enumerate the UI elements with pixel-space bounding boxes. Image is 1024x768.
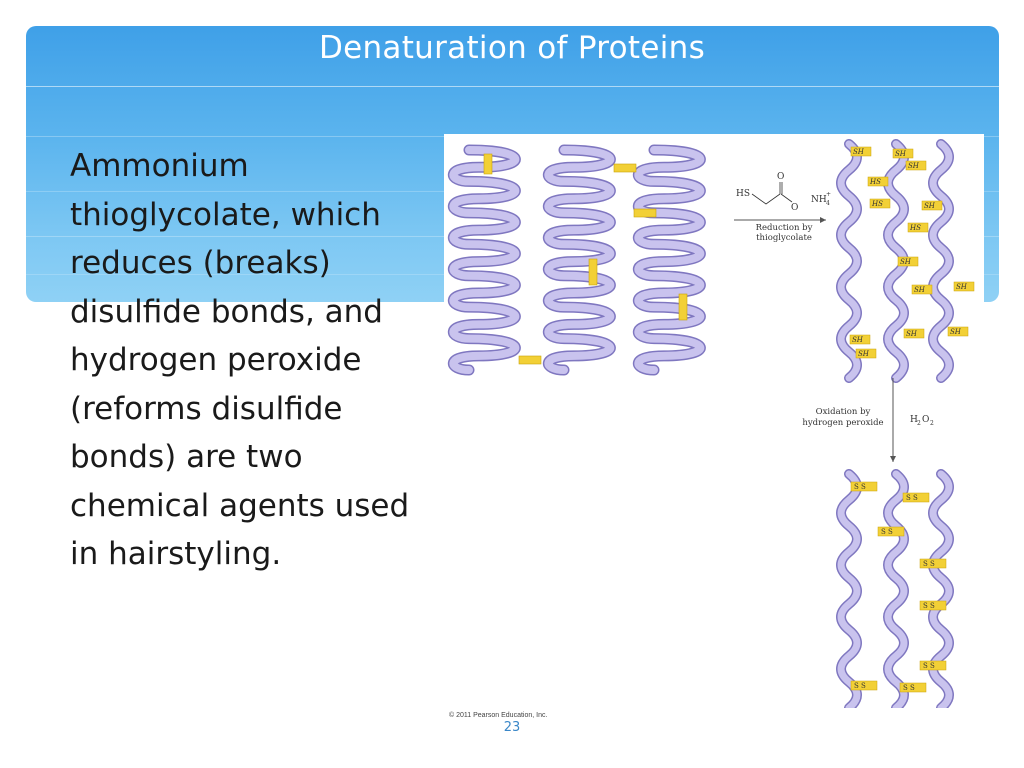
ss-bond-label-2: S S bbox=[881, 528, 893, 536]
ss-bond-label-6: S S bbox=[854, 682, 866, 690]
body-text: Ammonium thioglycolate, which reduces (b… bbox=[70, 148, 410, 572]
sh-group-label-4: HS bbox=[871, 200, 883, 208]
reduced-strand-3-fill bbox=[929, 140, 953, 382]
sh-group-12 bbox=[903, 328, 925, 339]
ss-bond-label-4: S S bbox=[923, 602, 935, 610]
sh-group-label-7: SH bbox=[900, 258, 912, 266]
sh-group-5 bbox=[921, 200, 943, 211]
sh-group-label-1: SH bbox=[895, 150, 907, 158]
reagent-o-label: O bbox=[777, 172, 784, 182]
sh-group-4 bbox=[869, 198, 891, 209]
ss-bond-label-5: S S bbox=[923, 662, 935, 670]
page-number: 23 bbox=[503, 720, 521, 735]
ss-bond-0 bbox=[850, 481, 878, 492]
sh-group-0 bbox=[850, 146, 872, 157]
sh-group-label-0: SH bbox=[853, 148, 865, 156]
reagent-hs-label: HS bbox=[736, 189, 750, 199]
sh-group-6 bbox=[907, 222, 929, 233]
coil-disulfide-bond-5 bbox=[518, 355, 542, 365]
reduction-label-2: thioglycolate bbox=[756, 233, 812, 243]
ss-bond-7 bbox=[899, 682, 927, 693]
sh-group-label-10: SH bbox=[852, 336, 864, 344]
reagent-ominus-label: O bbox=[791, 203, 798, 213]
sh-group-label-2: SH bbox=[908, 162, 920, 170]
oxidation-label: Oxidation by bbox=[816, 407, 871, 417]
svg-text:O: O bbox=[922, 415, 929, 425]
sh-group-label-6: HS bbox=[909, 224, 921, 232]
sh-group-label-12: SH bbox=[906, 330, 918, 338]
sh-group-2 bbox=[905, 160, 927, 171]
ss-bond-5 bbox=[919, 660, 947, 671]
coil-disulfide-bond-4 bbox=[678, 293, 688, 321]
sh-group-13 bbox=[947, 326, 969, 337]
ss-bond-1 bbox=[902, 492, 930, 503]
sh-group-8 bbox=[911, 284, 933, 295]
ss-bond-label-0: S S bbox=[854, 483, 866, 491]
reformed-strand-2-fill bbox=[884, 470, 908, 712]
ss-bond-label-1: S S bbox=[906, 494, 918, 502]
helix-strand-fill-0 bbox=[449, 146, 520, 374]
ss-bond-6 bbox=[850, 680, 878, 691]
svg-text:2: 2 bbox=[930, 420, 934, 427]
sh-group-7 bbox=[897, 256, 919, 267]
ss-bond-label-7: S S bbox=[903, 684, 915, 692]
coiled-keratin-strands bbox=[447, 144, 706, 376]
coil-disulfide-bond-0 bbox=[483, 153, 493, 175]
ss-bond-3 bbox=[919, 558, 947, 569]
peroxide-label: H bbox=[910, 415, 918, 425]
helix-strand-fill-2 bbox=[634, 146, 705, 374]
sh-group-label-13: SH bbox=[950, 328, 962, 336]
reduced-strand-1-fill bbox=[837, 140, 861, 382]
ss-bond-label-3: S S bbox=[923, 560, 935, 568]
copyright-note: © 2011 Pearson Education, Inc. bbox=[449, 712, 548, 719]
slide-title: Denaturation of Proteins bbox=[318, 30, 706, 66]
reagent-nh4-label: NH bbox=[811, 195, 827, 205]
reformed-strand-3-fill bbox=[929, 470, 953, 712]
oxidation-label-2: hydrogen peroxide bbox=[802, 418, 883, 428]
ss-bond-4 bbox=[919, 600, 947, 611]
coil-disulfide-bond-1 bbox=[613, 163, 637, 173]
ss-bond-2 bbox=[877, 526, 905, 537]
helix-strand-fill-1 bbox=[544, 146, 615, 374]
coil-disulfide-bond-3 bbox=[588, 258, 598, 286]
coil-disulfide-bond-2 bbox=[633, 208, 657, 218]
sh-group-3 bbox=[867, 176, 889, 187]
svg-text:4: 4 bbox=[826, 200, 830, 207]
sh-group-1 bbox=[892, 148, 914, 159]
reformed-strands: S S S S S S S S S S S S S S S S bbox=[836, 469, 954, 713]
sh-group-label-5: SH bbox=[924, 202, 936, 210]
sh-group-11 bbox=[855, 348, 877, 359]
reduction-label: Reduction by bbox=[756, 223, 813, 233]
svg-text:2: 2 bbox=[917, 420, 921, 427]
reformed-strand-1-fill bbox=[837, 470, 861, 712]
svg-text:+: + bbox=[826, 191, 831, 198]
sh-group-10 bbox=[849, 334, 871, 345]
sh-group-label-9: SH bbox=[956, 283, 968, 291]
thioglycolate-structure: HS O O NH 4 + bbox=[736, 172, 831, 213]
sh-group-label-8: SH bbox=[914, 286, 926, 294]
sh-group-9 bbox=[953, 281, 975, 292]
sh-group-label-3: HS bbox=[869, 178, 881, 186]
sh-group-label-11: SH bbox=[858, 350, 870, 358]
